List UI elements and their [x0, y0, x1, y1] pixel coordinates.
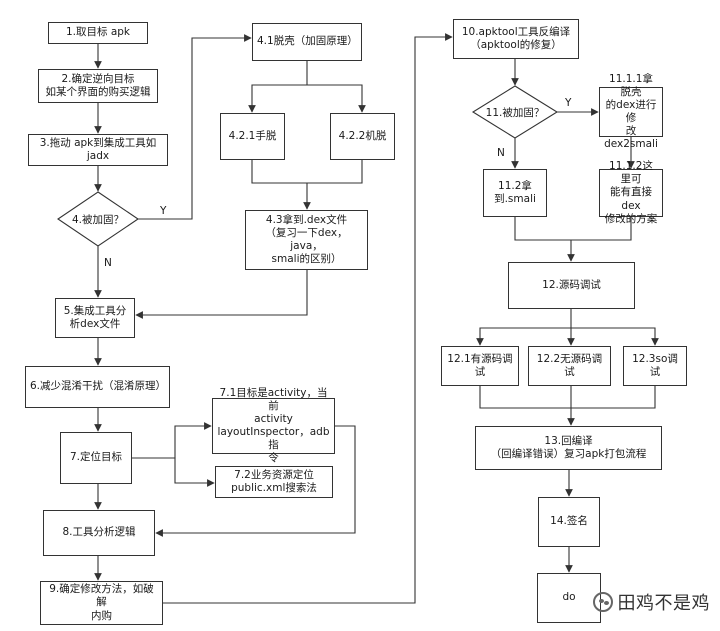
edge-71-8 — [155, 425, 356, 537]
edge-label-y-11: Y — [565, 97, 572, 109]
node-step-14-label: 14.签名 — [550, 515, 588, 528]
decision-4-shape — [57, 191, 139, 247]
node-step-4-3: 4.3拿到.dex文件 （复习一下dex，java， smali的区别） — [245, 210, 368, 270]
node-step-14: 14.签名 — [538, 497, 600, 547]
edge-7-72 — [132, 457, 215, 487]
node-step-7-2-label: 7.2业务资源定位 public.xml搜索法 — [231, 468, 317, 494]
edge-123-13 — [571, 386, 656, 409]
node-step-12-1-label: 12.1有源码调试 — [447, 352, 513, 378]
node-step-12-3-label: 12.3so调试 — [632, 352, 678, 378]
node-step-4-2-2-label: 4.2.2机脱 — [338, 129, 387, 142]
node-step-11-1-2-label: 11.1.2这里可 能有直接dex 修改的方案 — [604, 160, 658, 225]
node-step-4-1-label: 4.1脱壳（加固原理） — [257, 35, 358, 48]
decision-11-shape — [471, 85, 559, 139]
node-step-12: 12.源码调试 — [508, 262, 635, 309]
decision-4-label: 4.被加固？ — [71, 213, 125, 226]
node-step-9-label: 9.确定修改方法，如破解 内购 — [49, 583, 154, 622]
node-step-11-2: 11.2拿 到.smali — [483, 169, 547, 217]
node-step-7-1: 7.1目标是activity，当前 activity layoutInspect… — [212, 387, 335, 464]
node-step-2: 2.确定逆向目标 如某个界面的购买逻辑 — [38, 69, 158, 103]
node-step-10: 10.apktool工具反编译 （apktool的修复） — [453, 19, 579, 59]
edge-422-43 — [307, 160, 363, 184]
node-step-8-label: 8.工具分析逻辑 — [62, 526, 136, 539]
watermark-text: 田鸡不是鸡 — [617, 593, 710, 614]
watermark: 田鸡不是鸡 — [592, 589, 711, 615]
edge-label-n-11: N — [497, 147, 505, 159]
edge-12-123 — [571, 327, 659, 346]
wechat-logo-icon — [592, 592, 613, 612]
node-step-15-label: do — [562, 591, 576, 604]
node-step-12-2-label: 12.2无源码调试 — [536, 352, 603, 378]
node-step-10-label: 10.apktool工具反编译 （apktool的修复） — [461, 25, 571, 51]
node-step-12-label: 12.源码调试 — [542, 278, 601, 291]
node-step-7-1-label: 7.1目标是activity，当前 activity layoutInspect… — [217, 386, 330, 465]
node-step-8: 8.工具分析逻辑 — [43, 510, 155, 556]
node-step-1-label: 1.取目标 apk — [65, 26, 131, 39]
node-step-4-2-1: 4.2.1手脱 — [220, 113, 285, 160]
node-step-7: 7.定位目标 — [60, 432, 132, 484]
edge-41-422 — [307, 84, 366, 113]
node-step-11-1-1-label: 11.1.1拿脱壳 的dex进行修 改 dex2smali — [604, 72, 658, 151]
node-step-15: do — [537, 573, 601, 623]
edge-421-43 — [251, 160, 311, 210]
node-step-11-2-label: 11.2拿 到.smali — [494, 179, 536, 205]
node-step-7-2: 7.2业务资源定位 public.xml搜索法 — [215, 466, 333, 498]
edge-7-71 — [132, 422, 212, 459]
edge-1112-12 — [571, 217, 632, 241]
node-step-4-2-2: 4.2.2机脱 — [330, 113, 395, 160]
edge-112-12 — [514, 217, 575, 262]
edge-43-5 — [135, 270, 308, 319]
node-step-11-1-2: 11.1.2这里可 能有直接dex 修改的方案 — [599, 160, 663, 225]
decision-11-label: 11.被加固？ — [485, 106, 545, 119]
edge-label-n-4: N — [104, 257, 112, 269]
edge-12-121 — [476, 309, 572, 346]
node-step-6-label: 6.减少混淆干扰（混淆原理） — [30, 380, 167, 393]
node-step-4-3-label: 4.3拿到.dex文件 （复习一下dex，java， smali的区别） — [265, 213, 348, 266]
edge-121-13 — [479, 386, 575, 426]
node-step-2-label: 2.确定逆向目标 如某个界面的购买逻辑 — [45, 72, 151, 98]
node-step-4-1: 4.1脱壳（加固原理） — [252, 23, 362, 61]
edge-41-split — [248, 61, 308, 113]
node-step-5-label: 5.集成工具分 析dex文件 — [63, 304, 127, 330]
node-step-11-1-1: 11.1.1拿脱壳 的dex进行修 改 dex2smali — [599, 73, 663, 150]
edge-label-y-4: Y — [160, 205, 167, 217]
edge-9-10 — [163, 33, 453, 604]
node-step-12-2: 12.2无源码调试 — [528, 346, 611, 386]
node-step-13-label: 13.回编译 （回编译错误）复习apk打包流程 — [490, 434, 647, 460]
node-step-5: 5.集成工具分 析dex文件 — [55, 298, 135, 338]
node-step-3-label: 3.拖动 apk到集成工具如jadx — [39, 136, 157, 162]
node-step-1: 1.取目标 apk — [48, 22, 148, 44]
edge-4-41 — [138, 34, 252, 220]
node-step-6: 6.减少混淆干扰（混淆原理） — [25, 366, 170, 408]
node-step-9: 9.确定修改方法，如破解 内购 — [40, 581, 163, 625]
node-step-13: 13.回编译 （回编译错误）复习apk打包流程 — [475, 426, 662, 470]
node-step-12-3: 12.3so调试 — [623, 346, 687, 386]
node-step-7-label: 7.定位目标 — [69, 451, 123, 464]
node-step-3: 3.拖动 apk到集成工具如jadx — [28, 134, 168, 166]
node-step-4-2-1-label: 4.2.1手脱 — [228, 129, 277, 142]
node-step-12-1: 12.1有源码调试 — [441, 346, 519, 386]
